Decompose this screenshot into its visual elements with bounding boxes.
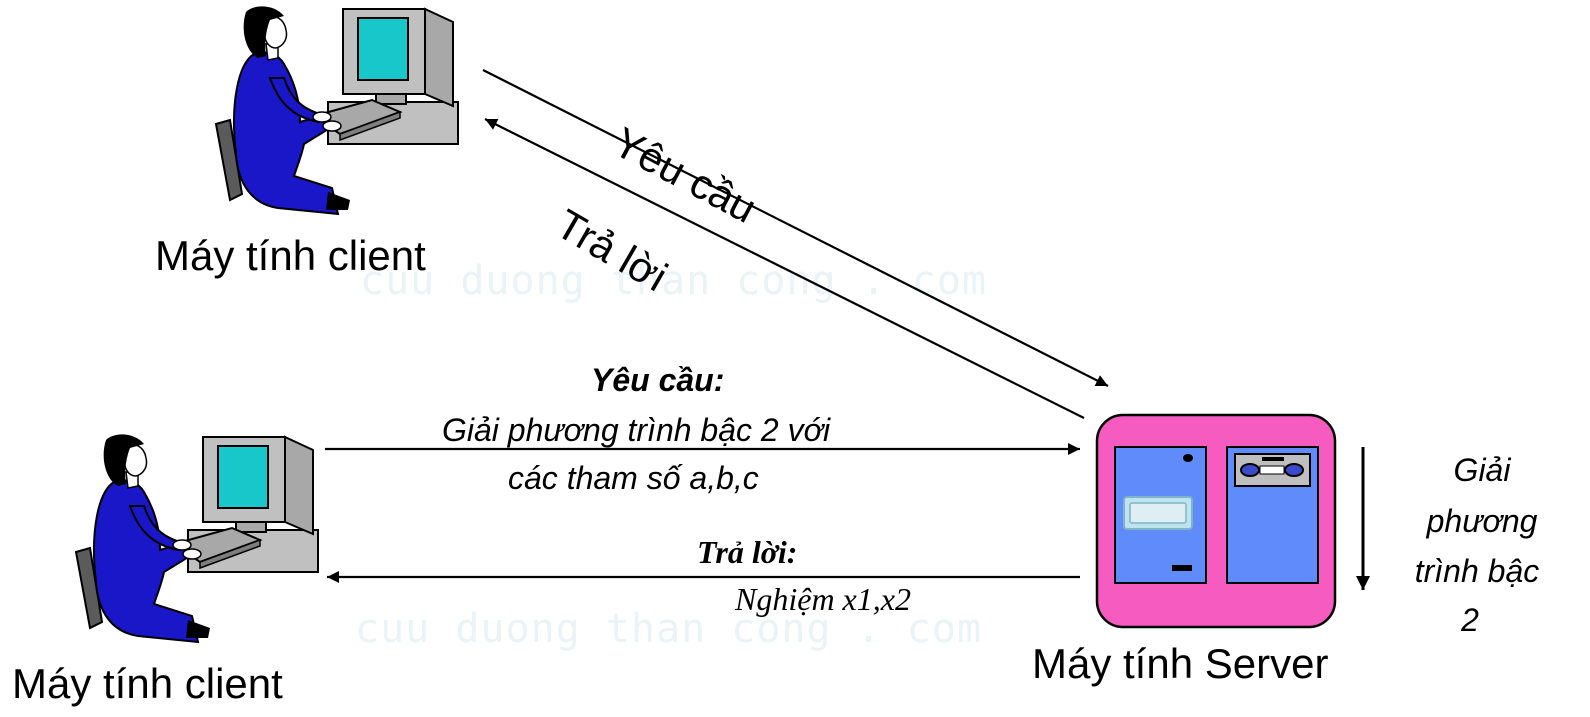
arrow-request-top xyxy=(482,69,1109,387)
client-top-icon xyxy=(215,5,459,215)
request-line2: các tham số a,b,c xyxy=(508,460,759,496)
response-body: Nghiệm x1,x2 xyxy=(735,581,911,617)
process-line1: Giải xyxy=(1453,452,1511,488)
label-client-top: Máy tính client xyxy=(155,232,426,279)
process-line2: phương xyxy=(1426,503,1538,539)
request-line1: Giải phương trình bậc 2 với xyxy=(442,412,831,448)
response-title: Trả lời: xyxy=(697,534,798,570)
label-client-bottom: Máy tính client xyxy=(12,660,283,707)
watermark-bottom: cuu duong than cong . com xyxy=(355,606,983,652)
client-bottom-icon xyxy=(75,433,319,643)
arrow-response-top xyxy=(484,118,1085,419)
server-icon xyxy=(1095,413,1337,629)
process-line4: 2 xyxy=(1461,602,1479,638)
label-server: Máy tính Server xyxy=(1032,640,1329,687)
process-line3: trình bậc xyxy=(1414,553,1540,589)
watermark-top: cuu duong than cong . com xyxy=(360,258,988,304)
request-title: Yêu cầu: xyxy=(591,362,725,398)
